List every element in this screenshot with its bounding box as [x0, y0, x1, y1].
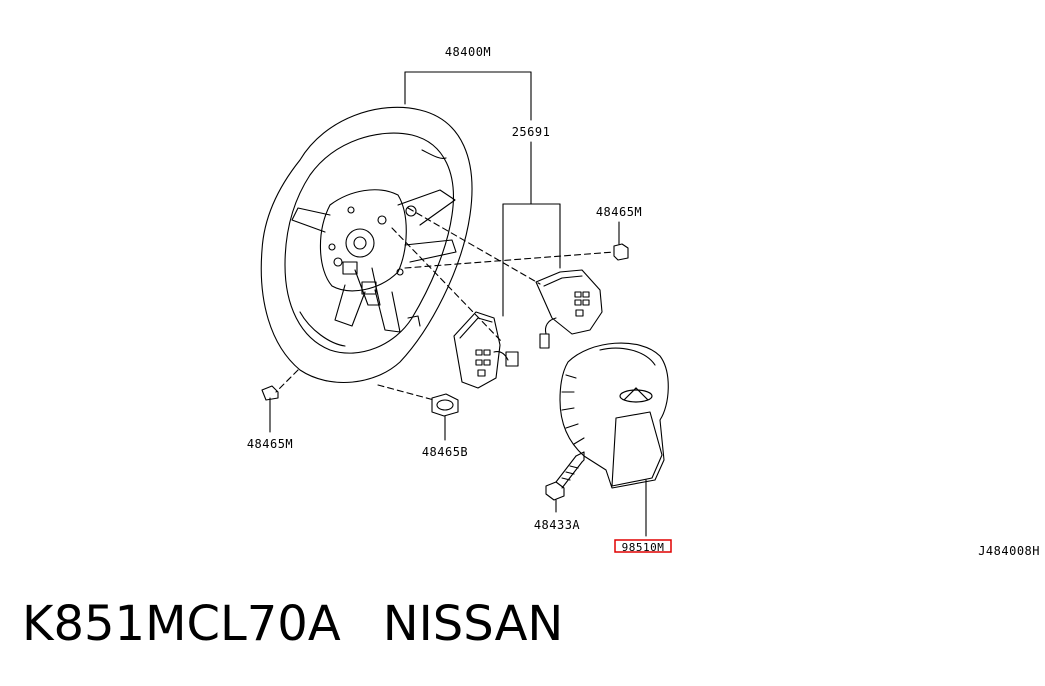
footer-caption: K851MCL70A NISSAN — [22, 596, 605, 652]
steering-wheel-drawing — [260, 106, 473, 383]
bolt-drawing — [545, 451, 585, 501]
leader-lines — [269, 71, 647, 537]
footer-part-number: K851MCL70A — [22, 596, 341, 652]
airbag-module-drawing — [559, 342, 669, 489]
footer-brand: NISSAN — [382, 596, 564, 652]
assembly-dashed-lines — [275, 207, 615, 401]
callout-wheel-assembly: 48400M — [445, 45, 491, 59]
highlight-box — [614, 539, 672, 553]
steering-switch-right-drawing — [535, 269, 603, 349]
callout-clip-left: 48465M — [247, 437, 293, 451]
nut-drawing — [431, 393, 459, 417]
clip-right-drawing — [613, 243, 629, 261]
steering-switch-left-drawing — [453, 311, 519, 389]
callout-clip-right: 48465M — [596, 205, 642, 219]
callout-nut: 48465B — [422, 445, 468, 459]
clip-left-drawing — [261, 385, 279, 401]
infiniti-logo-icon — [619, 387, 653, 403]
highlighted-part-callout[interactable]: 98510M — [614, 539, 672, 554]
callout-airbag-module: 98510M — [622, 541, 665, 554]
callout-switch-assembly: 25691 — [512, 125, 551, 139]
callout-bolt: 48433A — [534, 518, 581, 532]
drawing-code: J484008H — [978, 544, 1040, 558]
